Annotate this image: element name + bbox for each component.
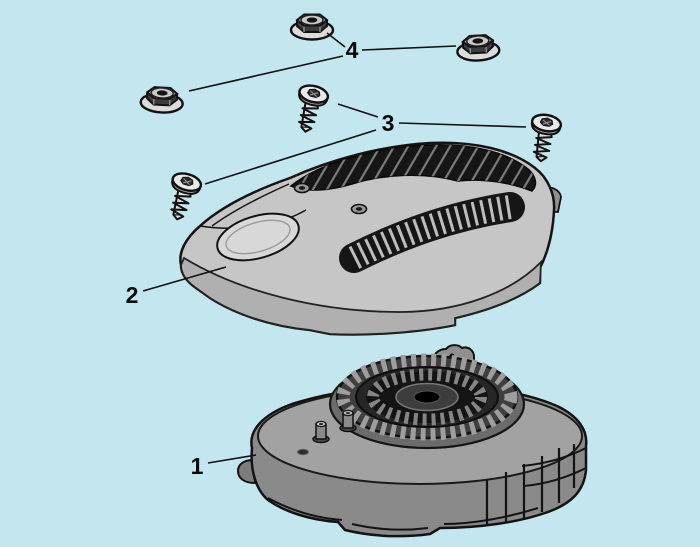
leader-line-3b [398, 122, 527, 128]
leader-line-4c [188, 55, 344, 92]
fan-gear-assembly [328, 353, 526, 450]
part-lower-housing [236, 344, 588, 538]
callout-label-4: 4 [346, 37, 359, 63]
cover-skirt [180, 256, 543, 336]
bolt-stud [312, 420, 330, 444]
housing-bottom-seam [267, 497, 539, 531]
cover-intake-panel [289, 143, 537, 192]
callout-label-2: 2 [126, 282, 139, 308]
cover-grille [339, 192, 525, 273]
leader-line-1 [207, 454, 257, 464]
cover-screw-hole [350, 203, 368, 215]
plate-hole [297, 448, 309, 456]
leader-line-2 [142, 266, 227, 292]
leader-line-4a [326, 32, 346, 48]
part-top-cover [179, 141, 562, 336]
leader-lines [142, 32, 527, 464]
gear-teeth-ring [336, 353, 518, 441]
grille-slats [348, 195, 512, 269]
leader-line-3a [337, 103, 379, 118]
callout-label-1: 1 [191, 453, 204, 479]
callout-label-3: 3 [382, 110, 395, 136]
fan-blade-ring [367, 368, 487, 426]
housing-left-tab [236, 458, 257, 485]
housing-right-steps [521, 447, 587, 487]
leader-line-4b [361, 45, 457, 51]
bolt-stud [339, 409, 357, 433]
leader-line-3c [204, 129, 377, 185]
cover-oval-recess [216, 212, 300, 262]
cover-screw-hole [293, 182, 311, 194]
fan-hub-hole [413, 390, 441, 404]
